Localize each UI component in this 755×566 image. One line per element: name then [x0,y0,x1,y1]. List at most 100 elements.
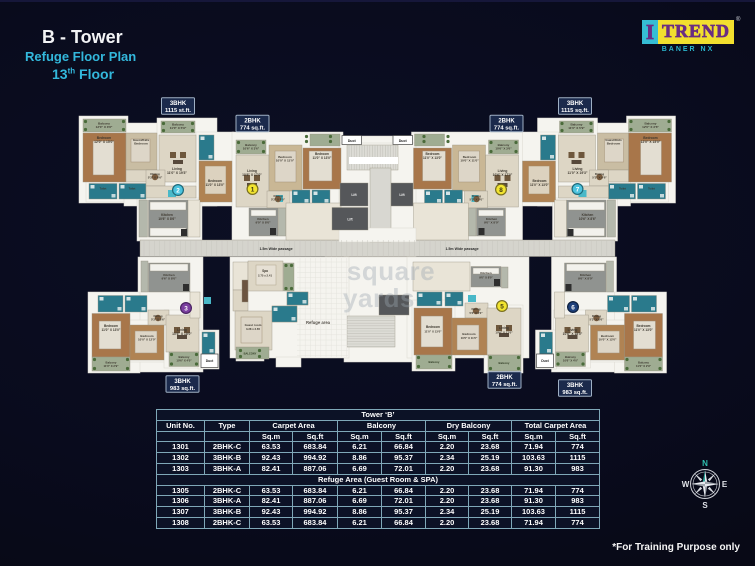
svg-text:11'0" X 19'3": 11'0" X 19'3" [167,171,187,175]
svg-text:2.75 x 2.41: 2.75 x 2.41 [258,273,272,277]
svg-text:W: W [682,480,690,489]
svg-text:Kitchen: Kitchen [582,213,594,217]
svg-text:Bedroom: Bedroom [140,334,154,338]
svg-text:1.5m Wide passage: 1.5m Wide passage [445,247,478,251]
svg-text:Balcony: Balcony [565,355,576,359]
svg-text:Toilet: Toilet [648,187,655,191]
svg-text:5'3" X 6'6": 5'3" X 6'6" [151,318,166,322]
svg-text:2BHK: 2BHK [498,119,515,125]
svg-text:5'3" X 6'6": 5'3" X 6'6" [148,176,163,180]
svg-text:3BHK: 3BHK [567,383,584,389]
svg-text:Living: Living [177,328,187,332]
svg-text:9'0" X 8'0": 9'0" X 8'0" [479,275,493,279]
svg-text:Dining: Dining [154,314,163,318]
svg-text:5'3" X 6'6": 5'3" X 6'6" [592,176,607,180]
svg-text:10'6" X 18'0": 10'6" X 18'0" [172,332,192,336]
svg-text:Lift: Lift [399,193,405,197]
svg-text:5: 5 [500,303,504,310]
svg-text:E: E [722,480,728,489]
svg-text:7: 7 [576,186,580,193]
svg-text:10'6" X 8'6": 10'6" X 8'6" [579,217,597,221]
svg-text:Bedroom: Bedroom [315,152,329,156]
svg-text:Spa: Spa [262,269,268,273]
svg-text:10'6" X 17'0": 10'6" X 17'0" [242,173,262,177]
svg-text:12'0" X 15'0": 12'0" X 15'0" [641,140,661,144]
svg-text:9'0" X 8'0": 9'0" X 8'0" [255,221,271,225]
svg-text:Duct: Duct [206,359,214,363]
svg-text:Bedroom: Bedroom [104,324,118,328]
svg-text:Balcony: Balcony [638,361,649,365]
svg-text:774 sq.ft.: 774 sq.ft. [494,126,520,132]
svg-text:BALCONY: BALCONY [244,352,257,356]
svg-text:774 sq.ft.: 774 sq.ft. [240,126,266,132]
svg-text:Balcony: Balcony [106,361,117,365]
svg-text:Living: Living [172,167,182,171]
svg-text:11'0" X 13'0": 11'0" X 13'0" [313,156,332,160]
svg-text:12'0" X 15'0": 12'0" X 15'0" [94,140,114,144]
svg-text:11'0" X 2'9": 11'0" X 2'9" [636,364,652,368]
svg-text:Duct: Duct [399,139,408,143]
svg-text:Balcony: Balcony [179,355,190,359]
svg-text:Bedroom: Bedroom [463,155,477,159]
svg-text:3BHK: 3BHK [567,101,584,107]
svg-text:Bedroom: Bedroom [643,136,658,140]
svg-text:Balcony: Balcony [172,123,184,127]
svg-text:10'6" X 4'0": 10'6" X 4'0" [563,358,579,362]
svg-text:Dining: Dining [472,307,481,311]
svg-text:983 sq.ft.: 983 sq.ft. [170,386,196,392]
svg-text:5'3" X 5'0": 5'3" X 5'0" [469,311,483,315]
svg-text:Living: Living [247,169,257,173]
svg-text:Guest/Kids: Guest/Kids [605,138,622,142]
svg-text:Lift: Lift [351,193,357,197]
svg-text:Bedroom: Bedroom [426,152,440,156]
svg-text:2BHK: 2BHK [244,119,261,125]
svg-text:10'0" X 12'0": 10'0" X 12'0" [599,338,618,342]
svg-text:11'0" X 13'0": 11'0" X 13'0" [206,183,225,187]
svg-text:Guest/Kids: Guest/Kids [133,138,150,142]
svg-text:Kitchen: Kitchen [257,217,268,221]
svg-text:6: 6 [571,304,575,311]
svg-text:10'6" X 8'6": 10'6" X 8'6" [158,217,176,221]
svg-text:Toilet: Toilet [619,187,626,191]
svg-text:Bedroom: Bedroom [601,334,615,338]
svg-text:Bedroom: Bedroom [278,155,292,159]
svg-text:Living: Living [499,326,509,330]
svg-text:3: 3 [184,305,188,312]
svg-text:11'0" X 5'9": 11'0" X 5'9" [568,126,585,130]
svg-text:Balcony: Balcony [644,122,656,126]
svg-text:9'6" X 8'0": 9'6" X 8'0" [578,277,594,281]
svg-text:Living: Living [568,328,578,332]
svg-text:11'0" X 13'0": 11'0" X 13'0" [424,329,442,333]
svg-text:N: N [702,459,708,468]
svg-text:10'0" X 11'0": 10'0" X 11'0" [461,336,478,340]
svg-text:S: S [702,501,708,510]
svg-text:Living: Living [573,167,583,171]
svg-text:3.28 x 3.65: 3.28 x 3.65 [246,327,260,331]
svg-text:11'0" X 13'0": 11'0" X 13'0" [634,328,653,332]
svg-text:Bedroom: Bedroom [134,142,148,146]
svg-text:yards: yards [343,283,415,313]
svg-text:983 sq.ft.: 983 sq.ft. [562,390,588,396]
svg-text:10'6" X 17'0": 10'6" X 17'0" [493,173,513,177]
svg-text:9'6" X 8'0": 9'6" X 8'0" [161,277,177,281]
svg-text:Kitchen: Kitchen [161,213,173,217]
svg-text:11'0" X 13'0": 11'0" X 13'0" [423,156,442,160]
svg-text:Dining: Dining [595,172,604,176]
svg-text:10'6" X 3'6": 10'6" X 3'6" [243,147,260,151]
svg-text:Lift: Lift [347,218,353,222]
svg-text:Duct: Duct [541,359,549,363]
svg-text:Bedroom: Bedroom [607,142,621,146]
svg-text:Balcony: Balcony [570,123,582,127]
svg-text:5'3" X 6'6": 5'3" X 6'6" [589,318,604,322]
svg-text:Kitchen: Kitchen [480,271,491,275]
svg-text:Kitchen: Kitchen [486,217,497,221]
svg-text:Guest room: Guest room [245,323,262,327]
svg-text:10'0" X 11'0": 10'0" X 11'0" [276,159,295,163]
svg-text:Balcony: Balcony [98,122,110,126]
svg-text:Bedroom: Bedroom [208,179,222,183]
svg-text:5'3" X 5'0": 5'3" X 5'0" [271,198,286,202]
svg-text:10'6" X 3'6": 10'6" X 3'6" [495,147,512,151]
svg-text:3BHK: 3BHK [170,101,187,107]
svg-text:Refuge area: Refuge area [306,320,331,325]
svg-text:Bedroom: Bedroom [533,179,547,183]
